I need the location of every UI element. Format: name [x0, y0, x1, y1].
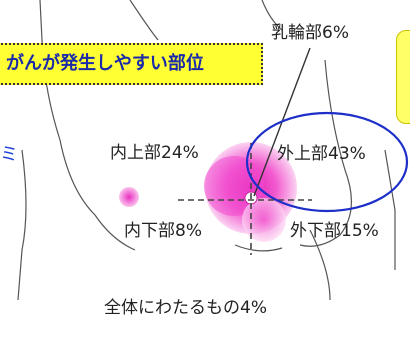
label-inner-upper: 内上部24%: [110, 143, 199, 163]
inner-lower-left-dot: [119, 187, 139, 207]
side-char: ミ: [0, 144, 18, 165]
outer-lower-dot: [242, 198, 286, 242]
title-banner: がんが発生しやすい部位: [0, 43, 263, 85]
label-nipple: 乳輪部6%: [271, 23, 349, 43]
label-outer-lower: 外下部15%: [290, 221, 379, 241]
label-inner-lower: 内下部8%: [124, 221, 202, 241]
body-outline: [17, 0, 396, 301]
label-outer-upper: 外上部43%: [277, 144, 366, 164]
highlight-ring: [245, 111, 409, 213]
speech-callout: [396, 30, 410, 124]
label-whole: 全体にわたるもの4%: [104, 298, 267, 318]
